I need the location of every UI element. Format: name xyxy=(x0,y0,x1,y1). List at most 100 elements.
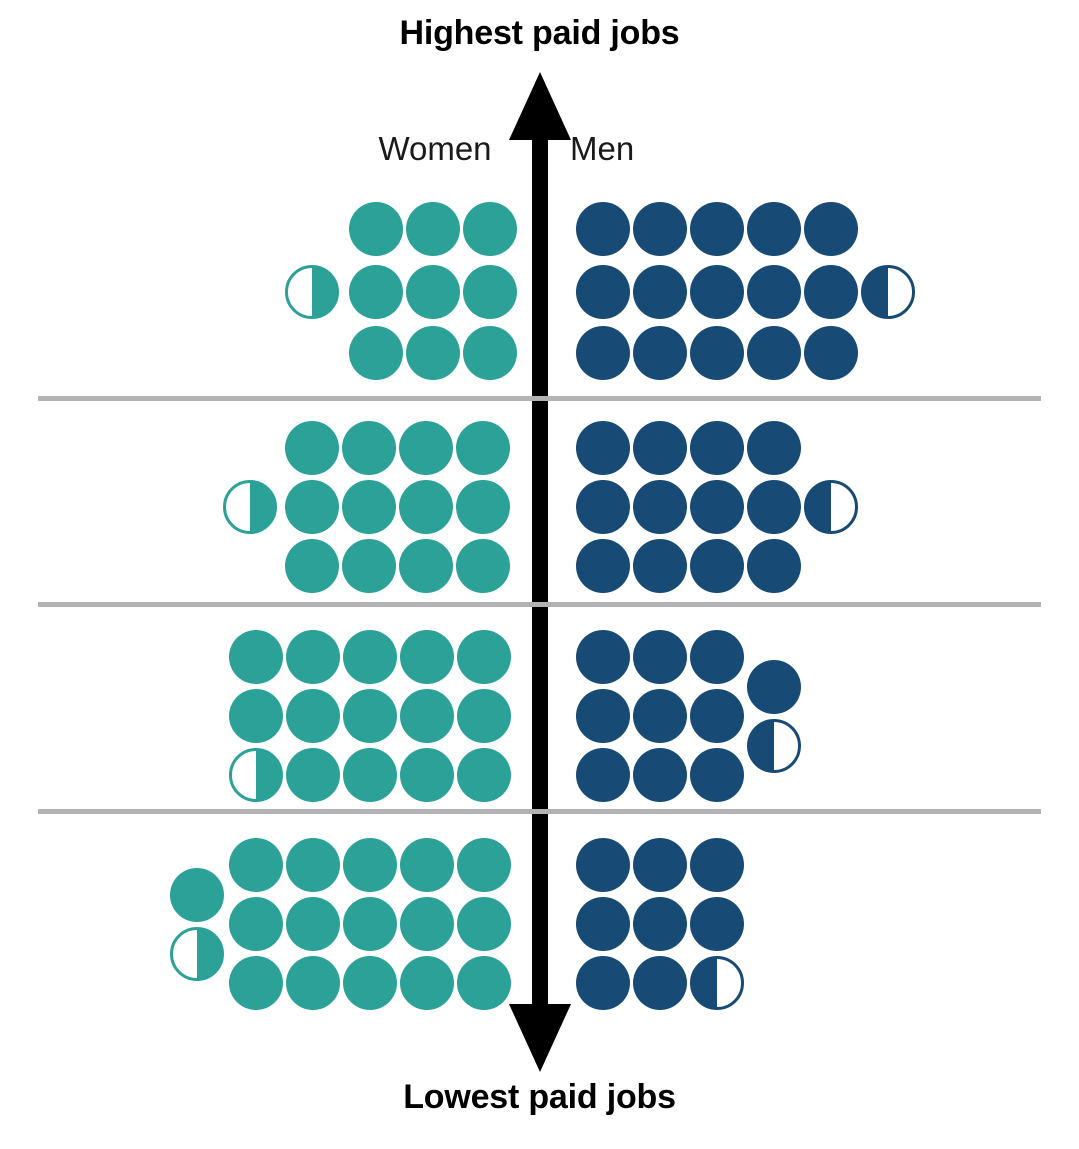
full-circle-icon xyxy=(343,897,397,951)
women-dots-q1 xyxy=(349,202,517,380)
men-half-dot-q3 xyxy=(747,719,801,773)
quartile-3-row xyxy=(0,606,1079,812)
men-half-dot-q2 xyxy=(804,480,858,534)
full-circle-icon xyxy=(286,689,340,743)
full-circle-icon xyxy=(463,326,517,380)
full-circle-icon xyxy=(576,748,630,802)
full-circle-icon xyxy=(633,748,687,802)
women-dots-q4 xyxy=(170,838,511,1010)
full-circle-icon xyxy=(400,689,454,743)
full-circle-icon xyxy=(343,838,397,892)
full-circle-icon xyxy=(463,202,517,256)
full-circle-icon xyxy=(342,421,396,475)
full-circle-icon xyxy=(349,265,403,319)
full-circle-icon xyxy=(633,689,687,743)
full-circle-icon xyxy=(457,748,511,802)
full-circle-icon xyxy=(690,897,744,951)
men-dots-q4 xyxy=(576,838,744,1010)
half-circle-icon xyxy=(862,266,888,318)
full-circle-icon xyxy=(343,956,397,1010)
full-circle-icon xyxy=(690,838,744,892)
women-half-dot-q1 xyxy=(285,265,339,319)
full-circle-icon xyxy=(342,539,396,593)
full-circle-icon xyxy=(633,956,687,1010)
men-half-dot-q4 xyxy=(690,956,744,1010)
full-circle-icon xyxy=(690,202,744,256)
full-circle-icon xyxy=(457,897,511,951)
full-circle-icon xyxy=(229,689,283,743)
half-circle-icon xyxy=(250,481,276,533)
full-circle-icon xyxy=(576,480,630,534)
full-circle-icon xyxy=(690,326,744,380)
full-circle-icon xyxy=(399,539,453,593)
full-circle-icon xyxy=(690,539,744,593)
full-circle-icon xyxy=(285,421,339,475)
quartile-1-row xyxy=(0,190,1079,396)
full-circle-icon xyxy=(400,897,454,951)
full-circle-icon xyxy=(457,689,511,743)
quartile-4-row xyxy=(0,813,1079,1019)
full-circle-icon xyxy=(456,539,510,593)
column-heading-men: Men xyxy=(570,130,635,167)
half-circle-icon xyxy=(748,720,774,772)
page-title-lowest-paid: Lowest paid jobs xyxy=(403,1078,676,1116)
half-circle-icon xyxy=(197,928,223,980)
full-circle-icon xyxy=(286,748,340,802)
quartile-2-row xyxy=(0,399,1079,605)
full-circle-icon xyxy=(399,421,453,475)
full-circle-icon xyxy=(576,897,630,951)
full-circle-icon xyxy=(457,956,511,1010)
arrow-down-icon xyxy=(509,1004,571,1072)
full-circle-icon xyxy=(576,202,630,256)
full-circle-icon xyxy=(633,480,687,534)
full-circle-icon xyxy=(747,421,801,475)
full-circle-icon xyxy=(633,897,687,951)
column-heading-women: Women xyxy=(378,130,492,167)
full-circle-icon xyxy=(406,326,460,380)
full-circle-icon xyxy=(690,689,744,743)
women-dots-q3 xyxy=(229,630,511,802)
full-circle-icon xyxy=(747,660,801,714)
full-circle-icon xyxy=(576,265,630,319)
full-circle-icon xyxy=(747,539,801,593)
full-circle-icon xyxy=(633,421,687,475)
full-circle-icon xyxy=(343,689,397,743)
full-circle-icon xyxy=(576,326,630,380)
full-circle-icon xyxy=(747,480,801,534)
women-half-dot-q4 xyxy=(170,927,224,981)
full-circle-icon xyxy=(690,421,744,475)
full-circle-icon xyxy=(576,630,630,684)
full-circle-icon xyxy=(576,689,630,743)
full-circle-icon xyxy=(229,838,283,892)
quartile-divider-2 xyxy=(38,602,1041,607)
full-circle-icon xyxy=(457,838,511,892)
full-circle-icon xyxy=(633,326,687,380)
full-circle-icon xyxy=(633,838,687,892)
full-circle-icon xyxy=(349,202,403,256)
quartile-divider-1 xyxy=(38,396,1041,401)
women-dots-q2 xyxy=(285,421,510,593)
full-circle-icon xyxy=(400,956,454,1010)
full-circle-icon xyxy=(349,326,403,380)
half-circle-icon xyxy=(312,266,338,318)
full-circle-icon xyxy=(456,480,510,534)
full-circle-icon xyxy=(804,326,858,380)
half-circle-icon xyxy=(805,481,831,533)
half-circle-icon xyxy=(256,749,282,801)
full-circle-icon xyxy=(633,202,687,256)
full-circle-icon xyxy=(576,956,630,1010)
full-circle-icon xyxy=(229,630,283,684)
full-circle-icon xyxy=(690,265,744,319)
full-circle-icon xyxy=(406,202,460,256)
full-circle-icon xyxy=(690,748,744,802)
men-dots-q1 xyxy=(576,202,858,380)
full-circle-icon xyxy=(576,838,630,892)
full-circle-icon xyxy=(456,421,510,475)
full-circle-icon xyxy=(406,265,460,319)
full-circle-icon xyxy=(576,421,630,475)
full-circle-icon xyxy=(400,630,454,684)
full-circle-icon xyxy=(804,265,858,319)
full-circle-icon xyxy=(286,956,340,1010)
full-circle-icon xyxy=(457,630,511,684)
full-circle-icon xyxy=(747,265,801,319)
